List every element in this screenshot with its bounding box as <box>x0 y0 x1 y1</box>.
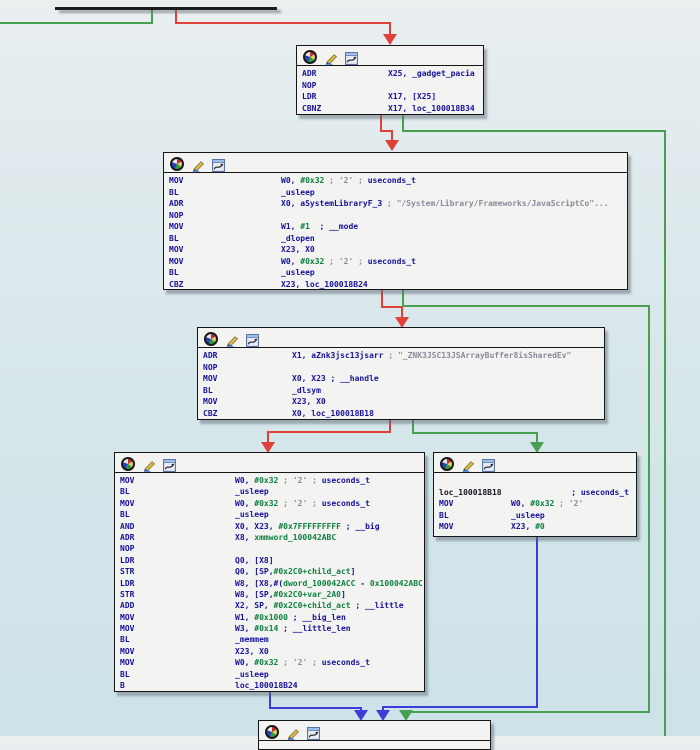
graph-xrefs-icon[interactable] <box>307 725 321 740</box>
asm-line[interactable] <box>439 475 636 487</box>
edit-comment-icon[interactable] <box>225 332 239 347</box>
asm-line[interactable]: NOP <box>120 544 135 554</box>
asm-line[interactable]: BL_usleep <box>439 510 545 520</box>
asm-line[interactable]: BL_usleep <box>169 187 315 197</box>
color-wheel-icon[interactable] <box>265 724 279 739</box>
edit-comment-icon[interactable] <box>286 725 300 740</box>
asm-line[interactable]: BL_usleep <box>120 669 269 679</box>
asm-line[interactable]: BL_usleep <box>120 487 269 497</box>
edit-comment-icon[interactable] <box>142 457 156 472</box>
color-wheel-icon[interactable] <box>440 456 454 471</box>
block-header <box>259 721 490 741</box>
asm-line[interactable]: BL_dlopen <box>169 233 315 243</box>
asm-line[interactable]: BL_usleep <box>169 268 315 277</box>
color-wheel-icon[interactable] <box>303 49 317 64</box>
basic-block-loc-100018B24[interactable] <box>258 720 491 750</box>
color-wheel-icon[interactable] <box>121 456 135 471</box>
block-header <box>434 453 636 473</box>
asm-line[interactable]: NOP <box>169 210 184 220</box>
graph-xrefs-icon[interactable] <box>212 157 226 172</box>
block-header <box>198 328 604 348</box>
asm-line[interactable]: BL_usleep <box>120 510 269 520</box>
block-header <box>164 153 627 173</box>
block-header <box>297 46 483 66</box>
edit-comment-icon[interactable] <box>461 457 475 472</box>
block-header <box>115 453 424 473</box>
graph-xrefs-icon[interactable] <box>345 50 359 65</box>
color-wheel-icon[interactable] <box>170 156 184 171</box>
asm-line[interactable]: NOP <box>203 362 218 372</box>
edit-comment-icon[interactable] <box>191 157 205 172</box>
graph-xrefs-icon[interactable] <box>482 457 496 472</box>
asm-line[interactable]: NOP <box>302 80 317 90</box>
block-code <box>259 741 490 743</box>
offscreen-block-bottom-edge <box>55 7 277 10</box>
graph-xrefs-icon[interactable] <box>246 332 260 347</box>
asm-line[interactable]: BL_memmem <box>120 635 269 645</box>
asm-line[interactable]: loc_100018B18; useconds_t <box>439 487 629 497</box>
asm-line[interactable]: BL_dlsym <box>203 385 321 395</box>
graph-xrefs-icon[interactable] <box>163 457 177 472</box>
color-wheel-icon[interactable] <box>204 331 218 346</box>
edit-comment-icon[interactable] <box>324 50 338 65</box>
